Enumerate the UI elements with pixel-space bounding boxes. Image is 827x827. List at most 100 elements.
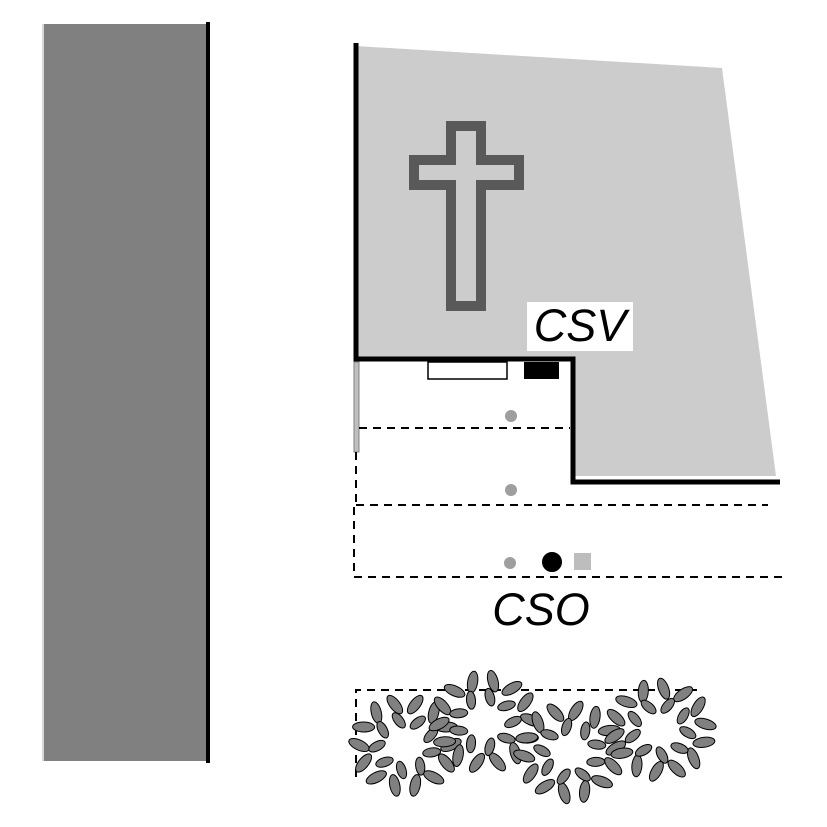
bush-leaf: [660, 697, 676, 714]
bush-leaf: [686, 747, 701, 770]
bush-leaf: [422, 747, 442, 758]
bush-leaf: [388, 774, 401, 797]
latin-cross-icon: [409, 121, 524, 311]
bush-leaf: [615, 695, 638, 709]
bush-area: [348, 669, 717, 805]
church-wall-outline: [353, 43, 780, 485]
bush-leaf: [694, 717, 717, 731]
bush-leaf: [517, 692, 534, 713]
gray-post: [353, 361, 360, 453]
bush-leaf: [610, 747, 634, 759]
cross-inner: [419, 131, 514, 301]
bush-leaf: [428, 716, 450, 732]
bush-leaf: [355, 753, 373, 773]
csv-label: CSV: [534, 300, 631, 351]
cso-label: CSO: [492, 584, 590, 635]
bush-leaf: [486, 669, 500, 693]
bush-leaf: [604, 728, 625, 744]
bush-leaf: [449, 725, 469, 736]
bush-leaf: [415, 756, 426, 776]
bush-leaf: [640, 699, 657, 715]
bush-leaf: [497, 732, 516, 744]
road-surface: [42, 24, 208, 761]
bush-leaf: [368, 739, 386, 753]
bush-leaf: [423, 770, 445, 785]
marker-dot-1: [505, 410, 517, 422]
bush-leaf: [395, 760, 408, 780]
church-footprint: [356, 46, 776, 476]
bush-leaf: [406, 694, 424, 715]
bush-leaf: [679, 726, 697, 740]
bush-leaf: [375, 756, 394, 768]
bush-leaf: [465, 690, 477, 710]
marker-dot-2: [505, 484, 517, 496]
bush-leaf: [391, 712, 406, 729]
bush-leaf: [497, 700, 516, 712]
bush-leaf: [578, 779, 591, 803]
bush-leaf: [386, 694, 404, 715]
bush-leaf: [637, 679, 649, 703]
bush-leaf: [376, 721, 389, 739]
bush-leaf: [627, 710, 642, 728]
bush-leaf: [657, 677, 671, 700]
bush-leaf: [534, 778, 556, 795]
bush-leaf: [546, 703, 565, 722]
bush-leaf: [634, 744, 653, 757]
bush-leaf: [443, 684, 466, 698]
marker-dot-3: [504, 557, 516, 569]
bush-leaf: [587, 739, 607, 750]
bush-leaf: [591, 775, 613, 789]
bush-leaf: [504, 715, 522, 729]
csv-label-background: [527, 302, 633, 351]
bush-leaf: [690, 696, 706, 718]
bush-leaf: [522, 763, 539, 784]
bush-leaf: [631, 754, 643, 778]
church-building: [353, 43, 780, 485]
bush-leaf: [574, 767, 591, 782]
entrance-box: [427, 361, 508, 380]
bush-leaf: [433, 736, 457, 748]
bush-leaf: [586, 756, 606, 767]
bush-leaf: [606, 708, 626, 727]
bush-leaf: [670, 742, 689, 754]
dashed-zones: [353, 427, 788, 578]
bush-leaf: [484, 737, 496, 757]
bush-leaf: [365, 770, 387, 785]
bush-leaf: [556, 768, 571, 785]
bush-leaf: [465, 734, 477, 754]
bush-leaf: [515, 732, 539, 744]
csv-label-box: CSV: [527, 300, 633, 351]
bush-leaf: [449, 708, 469, 719]
bush-leaf: [484, 687, 496, 707]
bush-leaf: [692, 736, 716, 748]
bush-leaf: [624, 728, 641, 744]
bush-leaf: [348, 738, 370, 752]
bush-leaf: [557, 782, 571, 805]
bush-leaf: [589, 705, 601, 729]
bush-leaf: [352, 721, 376, 733]
bush-leaf: [468, 752, 486, 773]
marker-square: [574, 553, 591, 570]
bush-leaf: [667, 759, 686, 778]
bush-icon: [348, 669, 717, 805]
bush-area-border: [355, 689, 697, 779]
bush-leaf: [452, 744, 464, 767]
bush-leaf: [501, 680, 523, 696]
bush-leaf: [540, 729, 559, 741]
bush-leaf: [604, 757, 623, 776]
entrance-block: [524, 362, 559, 379]
bush-leaf: [580, 721, 591, 741]
bush-leaf: [560, 717, 573, 737]
bush-leaf: [409, 774, 422, 797]
bush-leaf: [370, 701, 383, 724]
bush-leaf: [409, 715, 426, 730]
bush-leaf: [533, 744, 551, 757]
road: [42, 22, 210, 763]
bush-leaf: [466, 670, 479, 694]
marker-large-dot: [540, 550, 564, 574]
bush-leaf: [676, 707, 690, 725]
bush-leaf: [541, 758, 554, 776]
bush-leaf: [655, 746, 669, 764]
bush-leaf: [513, 749, 536, 763]
